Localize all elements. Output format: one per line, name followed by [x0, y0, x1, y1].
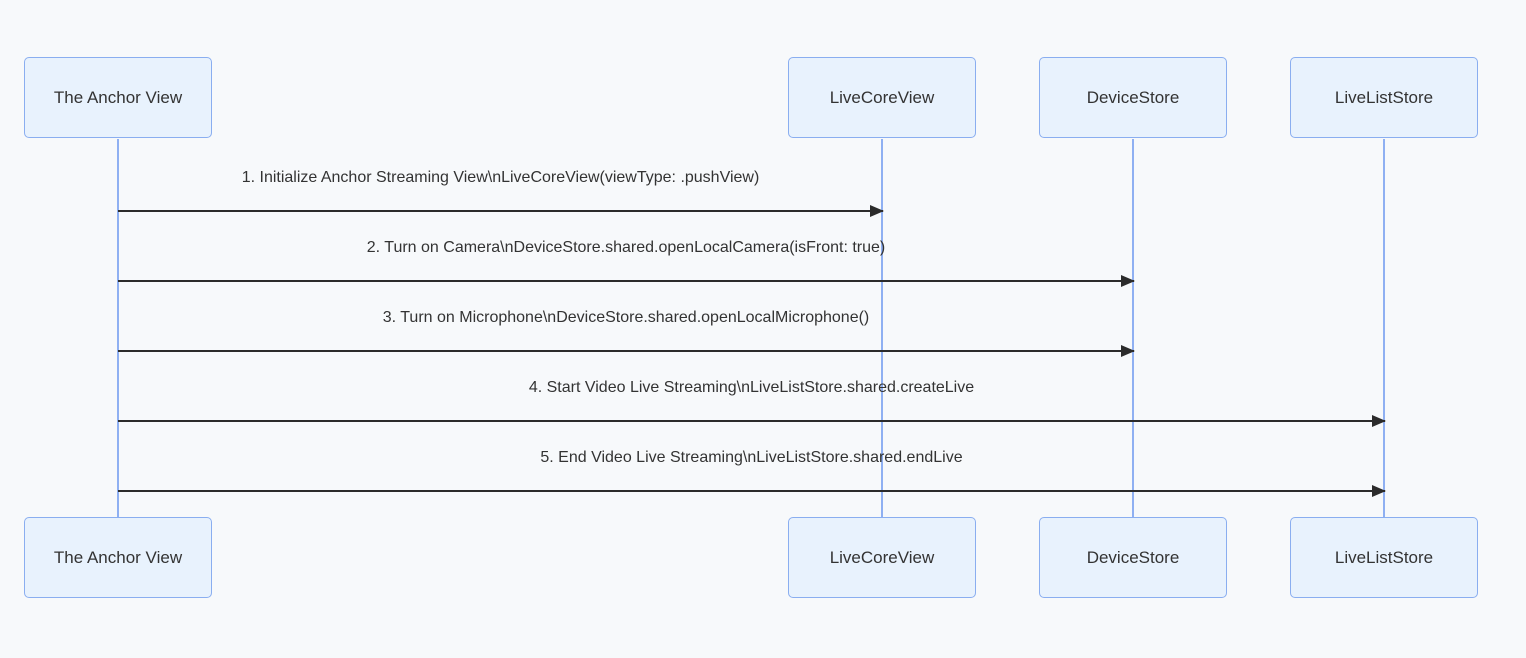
message-label-2: 2. Turn on Camera\nDeviceStore.shared.op…	[366, 239, 886, 256]
lifeline-live-list-store	[1383, 139, 1385, 518]
actor-box-top-live-core-view: LiveCoreView	[788, 57, 976, 138]
lifeline-anchor-view	[117, 139, 119, 518]
actor-box-top-device-store: DeviceStore	[1039, 57, 1227, 138]
actor-box-top-live-list-store: LiveListStore	[1290, 57, 1478, 138]
actor-label: LiveCoreView	[829, 547, 935, 567]
actor-label: DeviceStore	[1086, 87, 1180, 107]
arrowhead-icon	[1372, 485, 1386, 497]
actor-label: DeviceStore	[1086, 547, 1180, 567]
message-arrow-3	[118, 345, 1135, 357]
actor-label: LiveListStore	[1334, 547, 1434, 567]
actor-label: LiveListStore	[1334, 87, 1434, 107]
message-arrow-5	[118, 485, 1386, 497]
actor-box-bottom-live-core-view: LiveCoreView	[788, 517, 976, 598]
actor-box-bottom-anchor-view: The Anchor View	[24, 517, 212, 598]
actor-label: The Anchor View	[53, 547, 183, 567]
message-arrow-1	[118, 205, 884, 217]
lifeline-live-core-view	[881, 139, 883, 518]
actor-box-bottom-live-list-store: LiveListStore	[1290, 517, 1478, 598]
actor-label: The Anchor View	[53, 87, 183, 107]
arrowhead-icon	[1121, 345, 1135, 357]
arrowhead-icon	[870, 205, 884, 217]
arrowhead-icon	[1121, 275, 1135, 287]
arrowhead-icon	[1372, 415, 1386, 427]
actor-label: LiveCoreView	[829, 87, 935, 107]
lifeline-device-store	[1132, 139, 1134, 518]
message-arrow-2	[118, 275, 1135, 287]
actor-box-bottom-device-store: DeviceStore	[1039, 517, 1227, 598]
message-label-1: 1. Initialize Anchor Streaming View\nLiv…	[241, 169, 760, 186]
actor-box-top-anchor-view: The Anchor View	[24, 57, 212, 138]
message-label-5: 5. End Video Live Streaming\nLiveListSto…	[540, 449, 963, 466]
message-label-3: 3. Turn on Microphone\nDeviceStore.share…	[382, 309, 870, 326]
message-label-4: 4. Start Video Live Streaming\nLiveListS…	[528, 379, 975, 396]
message-arrow-4	[118, 415, 1386, 427]
